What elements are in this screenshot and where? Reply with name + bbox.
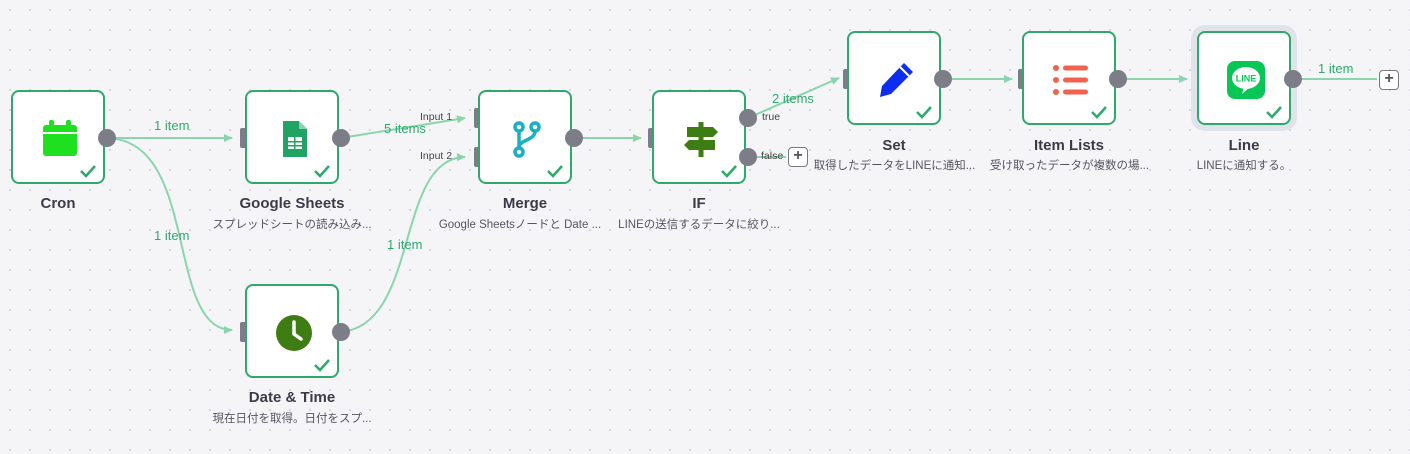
datetime-output-handle[interactable] [332,323,350,341]
cron-output-handle[interactable] [98,129,116,147]
set-output-handle[interactable] [934,70,952,88]
node-item-lists-name: Item Lists [1033,137,1105,154]
node-cron-name: Cron [40,195,76,212]
google-sheets-icon [283,121,307,157]
wire-label-datetime-merge: 1 item [387,237,423,252]
wire-label-cron-datetime: 1 item [154,228,190,243]
itemlists-output-handle[interactable] [1109,70,1127,88]
sheets-output-handle[interactable] [332,129,350,147]
merge-output-handle[interactable] [565,129,583,147]
merge-input2-label: Input 2 [420,150,453,162]
list-icon [1053,65,1088,95]
success-check-icon [916,106,932,119]
wire-label-cron-sheets: 1 item [154,118,190,133]
node-google-sheets-name: Google Sheets [239,195,345,212]
success-check-icon [80,165,96,178]
success-check-icon [1266,106,1282,119]
node-merge-name: Merge [502,195,548,212]
datetime-input-handle[interactable] [240,322,248,342]
wire-cron-datetime [106,137,233,334]
node-cron[interactable] [11,90,105,184]
node-if-notes: LINEの送信するデータに絞り... [618,219,780,231]
pencil-icon [880,63,913,97]
node-item-lists[interactable] [1022,31,1116,125]
node-line-name: Line [1228,137,1260,154]
add-node-after-line-button[interactable]: + [1379,70,1399,90]
sheets-input-handle[interactable] [240,128,248,148]
success-check-icon [314,165,330,178]
add-node-false-button[interactable]: + [788,147,808,167]
node-merge-notes: Google Sheetsノードと Date ... [438,219,602,231]
node-date-time-name: Date & Time [248,389,336,406]
node-set[interactable] [847,31,941,125]
node-date-time[interactable] [245,284,339,378]
wire-label-sheets-merge: 5 items [384,121,426,136]
if-true-handle[interactable] [739,109,757,127]
line-app-icon: LINE [1227,61,1265,99]
wire-label-line-out: 1 item [1318,61,1354,76]
if-true-label: true [762,111,781,123]
node-google-sheets[interactable] [245,90,339,184]
node-if[interactable] [652,90,746,184]
node-set-name: Set [882,137,906,154]
merge-input1-label: Input 1 [420,111,453,123]
node-set-notes: 取得したデータをLINEに通知... [813,160,976,172]
clock-icon [276,315,312,351]
wire-datetime-merge [340,153,466,333]
if-false-label: false [761,150,784,162]
if-false-handle[interactable] [739,148,757,166]
merge-icon [513,121,541,158]
success-check-icon [1091,106,1107,119]
wire-if-set [747,77,840,119]
node-item-lists-notes: 受け取ったデータが複数の場... [989,160,1150,172]
signpost-icon [684,122,718,157]
node-line-notes: LINEに通知する。 [1196,160,1292,172]
wire-label-if-set: 2 items [772,91,814,106]
node-if-name: IF [692,195,706,212]
wire-sheets-merge [340,115,466,139]
node-google-sheets-notes: スプレッドシートの読み込み... [212,219,372,231]
line-logo-text: LINE [1236,74,1257,84]
line-output-handle[interactable] [1284,70,1302,88]
node-line[interactable]: LINE [1197,31,1291,125]
node-date-time-notes: 現在日付を取得。日付をスプ... [212,413,372,425]
success-check-icon [314,359,330,372]
calendar-icon [43,120,77,156]
node-merge[interactable] [478,90,572,184]
success-check-icon [721,165,737,178]
success-check-icon [547,165,563,178]
